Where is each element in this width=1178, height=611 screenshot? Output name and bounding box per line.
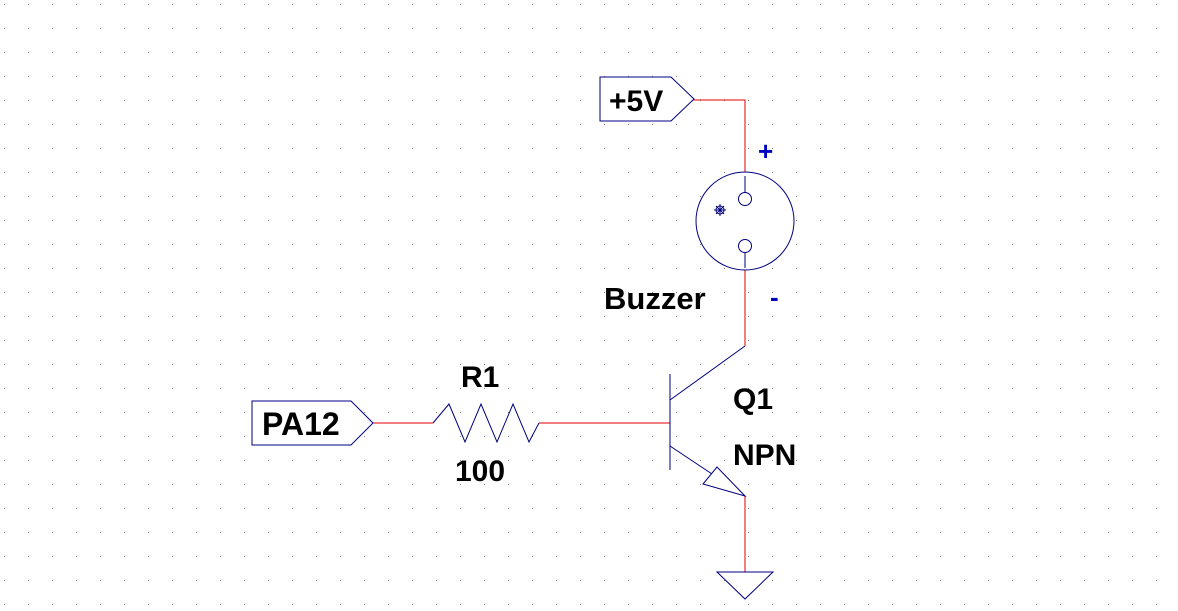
buzzer-sound-icon [714, 204, 726, 216]
transistor-ref: Q1 [733, 383, 773, 416]
ground-icon[interactable] [715, 571, 775, 600]
net-label-input-text: PA12 [262, 406, 340, 442]
buzzer-symbol[interactable] [695, 171, 795, 271]
net-label-supply-text: +5V [609, 85, 663, 118]
wires [373, 99, 746, 572]
buzzer-minus-sign: - [770, 282, 779, 312]
dot-grid [4, 4, 1157, 605]
buzzer-name: Buzzer [604, 281, 706, 316]
buzzer-plus-sign: + [758, 136, 773, 166]
net-label-input[interactable]: PA12 [251, 400, 374, 446]
transistor-type: NPN [733, 439, 796, 472]
resistor-value: 100 [455, 455, 505, 488]
wire-supply-to-buzzer[interactable] [693, 99, 746, 176]
resistor-ref: R1 [461, 361, 499, 394]
resistor-r1[interactable] [432, 402, 540, 444]
transistor-emitter-arrow [702, 466, 747, 497]
buzzer-pin-minus [738, 239, 752, 253]
transistor-collector [669, 345, 746, 401]
net-label-supply[interactable]: +5V [599, 76, 695, 122]
transistor-q1[interactable] [669, 345, 747, 497]
buzzer-pin-plus [738, 192, 752, 206]
